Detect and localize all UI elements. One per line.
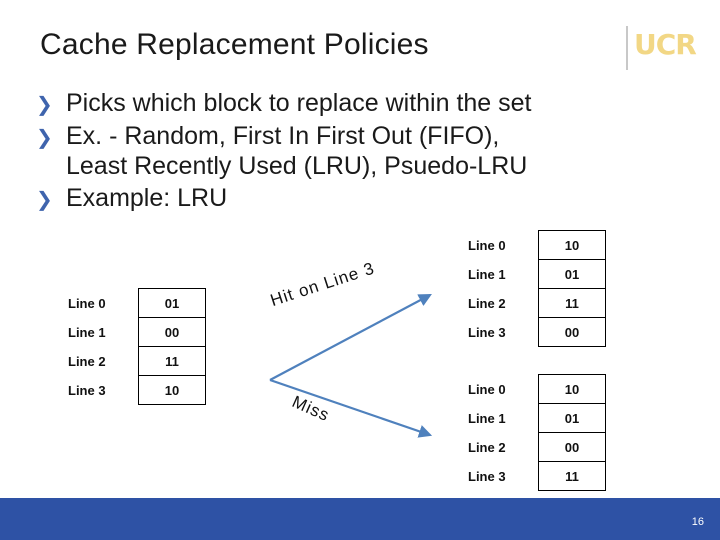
line-value: 01 [138, 288, 206, 318]
cache-table-before: Line 0 01 Line 1 00 Line 2 11 Line 3 10 [62, 288, 206, 405]
list-item: ❯ Ex. - Random, First In First Out (FIFO… [36, 121, 656, 181]
page-title: Cache Replacement Policies [40, 28, 429, 61]
chevron-right-icon: ❯ [36, 187, 53, 211]
table-row: Line 1 01 [462, 259, 606, 289]
bullet-text: Picks which block to replace within the … [66, 89, 532, 117]
table-row: Line 3 10 [62, 375, 206, 405]
footer-bar [0, 498, 720, 540]
line-label: Line 3 [462, 317, 539, 347]
chevron-right-icon: ❯ [36, 125, 53, 149]
line-label: Line 3 [62, 375, 139, 405]
bullet-list: ❯ Picks which block to replace within th… [36, 88, 656, 216]
line-value: 11 [538, 288, 606, 318]
logo-divider [626, 26, 628, 70]
table-row: Line 2 00 [462, 432, 606, 462]
line-label: Line 0 [62, 288, 139, 318]
logo-text: UCR [634, 28, 697, 61]
bullet-text: Example: LRU [66, 184, 228, 212]
line-value: 10 [538, 374, 606, 404]
line-value: 00 [538, 317, 606, 347]
cache-table-hit: Line 0 10 Line 1 01 Line 2 11 Line 3 00 [462, 230, 606, 347]
transition-arrows [269, 293, 433, 438]
hit-arrow [269, 293, 432, 381]
cache-table-miss: Line 0 10 Line 1 01 Line 2 00 Line 3 11 [462, 374, 606, 491]
list-item: ❯ Picks which block to replace within th… [36, 88, 656, 119]
table-row: Line 1 00 [62, 317, 206, 347]
line-label: Line 3 [462, 461, 539, 491]
line-value: 10 [138, 375, 206, 405]
table-row: Line 3 11 [462, 461, 606, 491]
bullet-text: Ex. - Random, First In First Out (FIFO),… [66, 122, 528, 180]
chevron-right-icon: ❯ [36, 92, 53, 116]
line-label: Line 1 [462, 403, 539, 433]
line-value: 11 [538, 461, 606, 491]
line-label: Line 2 [462, 432, 539, 462]
ucr-logo: UCR [626, 26, 706, 70]
table-row: Line 0 01 [62, 288, 206, 318]
line-label: Line 2 [462, 288, 539, 318]
table-row: Line 0 10 [462, 374, 606, 404]
slide-number: 16 [691, 516, 704, 528]
list-item: ❯ Example: LRU [36, 183, 656, 214]
table-row: Line 1 01 [462, 403, 606, 433]
miss-arrow [269, 378, 433, 438]
line-value: 00 [538, 432, 606, 462]
line-label: Line 0 [462, 230, 539, 260]
line-label: Line 0 [462, 374, 539, 404]
table-row: Line 2 11 [62, 346, 206, 376]
line-label: Line 1 [462, 259, 539, 289]
line-label: Line 1 [62, 317, 139, 347]
line-value: 11 [138, 346, 206, 376]
line-value: 01 [538, 259, 606, 289]
line-value: 01 [538, 403, 606, 433]
line-label: Line 2 [62, 346, 139, 376]
table-row: Line 2 11 [462, 288, 606, 318]
table-row: Line 3 00 [462, 317, 606, 347]
line-value: 10 [538, 230, 606, 260]
table-row: Line 0 10 [462, 230, 606, 260]
line-value: 00 [138, 317, 206, 347]
